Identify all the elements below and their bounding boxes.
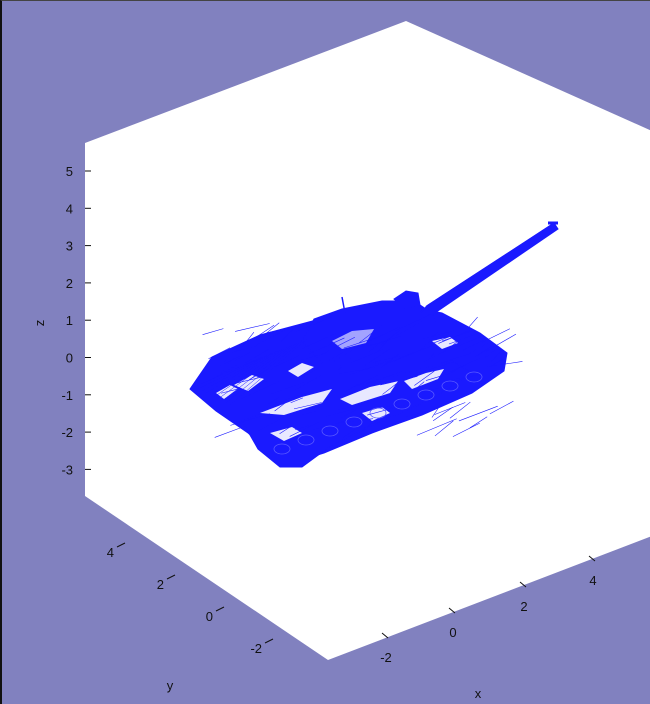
z-tick-label: -1: [61, 388, 73, 403]
x-tick-mark: [588, 555, 596, 562]
tank-mesh: [189, 221, 559, 468]
z-tick-label: 5: [66, 164, 73, 179]
x-tick-label: 4: [589, 573, 596, 588]
y-tick-mark: [215, 606, 225, 612]
x-tick-mark: [448, 607, 456, 614]
x-tick-mark: [381, 632, 389, 639]
y-tick-label: -2: [250, 641, 262, 656]
z-tick-label: -3: [61, 462, 73, 477]
y-tick-label: 2: [157, 577, 164, 592]
z-axis: 5 4 3 2 1 0 -1 -2 -3: [61, 164, 91, 477]
z-tick-label: 0: [66, 351, 73, 366]
y-tick-mark: [116, 542, 126, 548]
z-axis-label: z: [32, 320, 47, 327]
z-tick-label: 1: [66, 313, 73, 328]
z-tick-label: 4: [66, 201, 73, 216]
x-tick-mark: [519, 581, 527, 588]
x-tick-label: 0: [449, 625, 456, 640]
x-axis-label: x: [475, 686, 482, 701]
y-tick-label: 0: [206, 609, 213, 624]
y-tick-mark: [264, 638, 274, 644]
y-axis-label: y: [167, 678, 174, 693]
x-tick-label: 2: [520, 599, 527, 614]
z-tick-label: -2: [61, 425, 73, 440]
z-tick-label: 3: [66, 239, 73, 254]
y-tick-label: 4: [107, 545, 114, 560]
x-tick-label: -2: [380, 650, 392, 665]
y-tick-mark: [166, 574, 176, 580]
x-axis: -2 0 2 4: [380, 555, 597, 665]
y-axis: 4 2 0 -2: [107, 542, 274, 656]
z-tick-label: 2: [66, 276, 73, 291]
